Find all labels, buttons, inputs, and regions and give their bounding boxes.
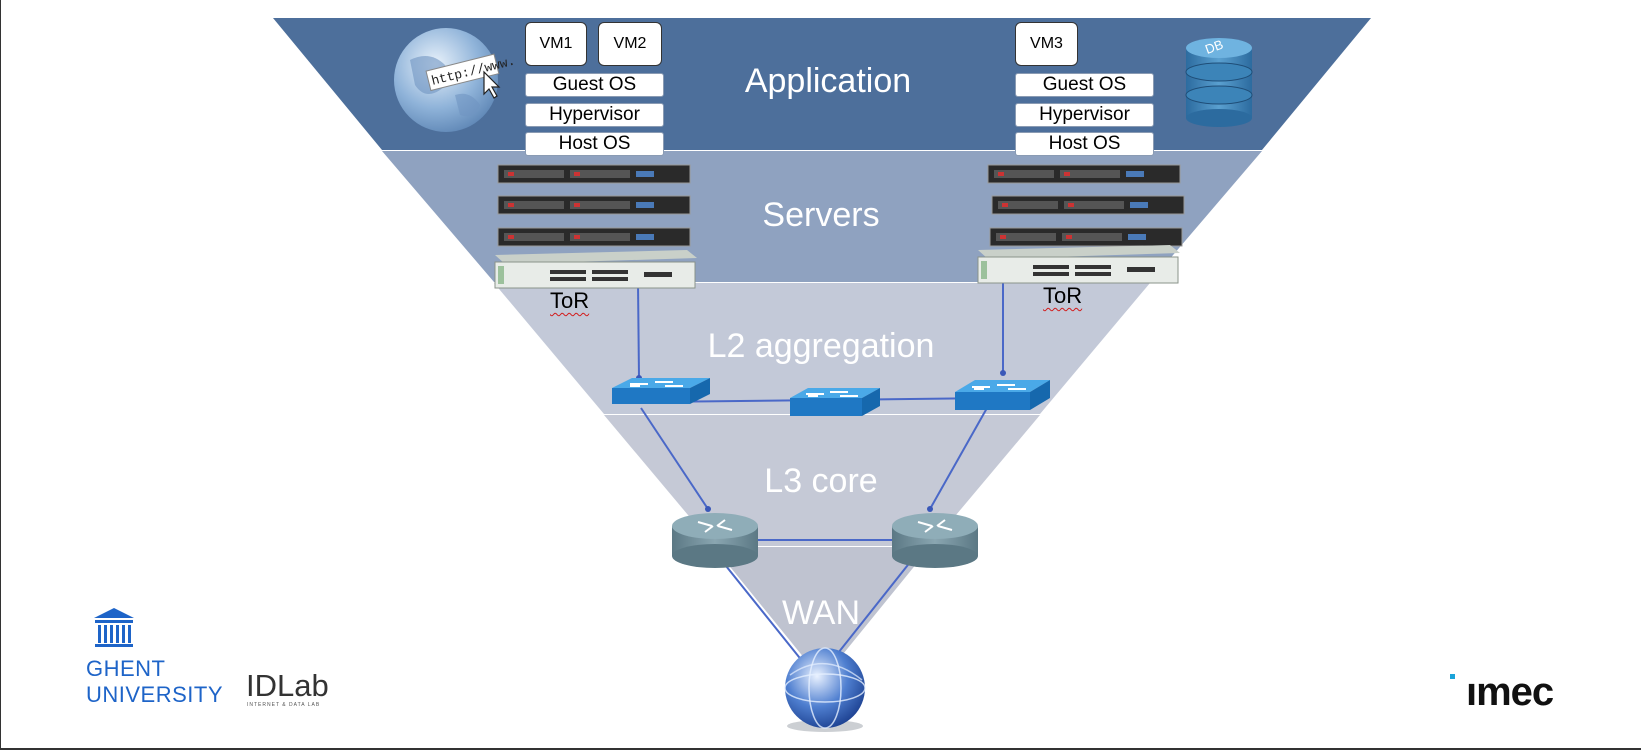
right-tor-label: ToR	[1043, 283, 1083, 308]
imec-wordmark: ımec	[1466, 670, 1554, 714]
l3-router-left-icon	[672, 513, 758, 568]
l3-core-layer-label: L3 core	[764, 462, 878, 500]
l2-aggregation-layer-label: L2 aggregation	[707, 327, 935, 365]
tor-switch-right	[977, 245, 1180, 284]
application-layer-label: Application	[744, 62, 912, 100]
tor-switch-left	[494, 250, 697, 289]
idlab-subtitle: INTERNET & DATA LAB	[247, 702, 321, 708]
l2-switch-right-icon	[955, 380, 1050, 410]
vm1-box: VM1	[525, 22, 587, 66]
servers-layer-label: Servers	[762, 196, 880, 234]
left-host-os-box: Host OS	[525, 132, 664, 156]
right-guest-os-box: Guest OS	[1015, 73, 1154, 97]
right-server-rack	[977, 164, 1185, 284]
idlab-wordmark: IDLab	[246, 668, 329, 703]
rack-unit	[989, 227, 1183, 247]
left-tor-label: ToR	[550, 288, 590, 313]
imec-dot-icon	[1450, 674, 1455, 679]
imec-logo: ımec	[1466, 670, 1554, 715]
wan-band	[714, 547, 930, 680]
idlab-logo: IDLab INTERNET & DATA LAB	[246, 668, 329, 708]
rack-unit	[497, 195, 691, 215]
vm2-box: VM2	[598, 22, 662, 66]
database-icon: DB	[1185, 37, 1253, 127]
rack-unit	[991, 195, 1185, 215]
ghent-building-icon	[94, 608, 134, 647]
web-globe-icon: http://www.	[394, 28, 517, 132]
ghent-line2: UNIVERSITY	[86, 682, 224, 707]
right-hypervisor-box: Hypervisor	[1015, 103, 1154, 127]
l3-router-right-icon	[892, 513, 978, 568]
left-server-rack	[494, 164, 697, 289]
left-hypervisor-box: Hypervisor	[525, 103, 664, 127]
wan-globe-icon	[784, 647, 866, 732]
vm3-box: VM3	[1015, 22, 1078, 66]
ghent-line1: GHENT	[86, 656, 166, 681]
l2-switch-center-icon	[790, 388, 880, 416]
right-host-os-box: Host OS	[1015, 132, 1154, 156]
rack-unit	[987, 164, 1181, 184]
wan-layer-label: WAN	[781, 594, 861, 632]
svg-text:DB: DB	[1203, 37, 1225, 57]
l2-switch-left-icon	[612, 378, 710, 404]
rack-unit	[497, 227, 691, 247]
left-guest-os-box: Guest OS	[525, 73, 664, 97]
rack-unit	[497, 164, 691, 184]
